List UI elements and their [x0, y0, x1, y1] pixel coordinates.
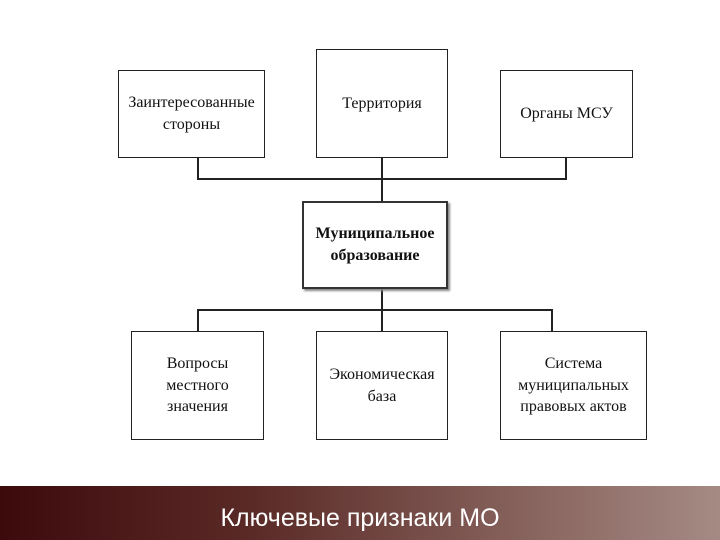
- footer-banner: Ключевые признаки МО: [0, 486, 720, 540]
- connector-center-to-bottom: [381, 289, 383, 311]
- node-local-issues: Вопросы местного значения: [131, 331, 264, 440]
- node-local-government-bodies: Органы МСУ: [500, 70, 633, 158]
- node-territory: Территория: [316, 49, 448, 158]
- node-interested-parties: Заинтересованные стороны: [118, 70, 265, 158]
- connector-bottom-left-down: [197, 309, 199, 331]
- connector-top-right-down: [565, 158, 567, 179]
- connector-top-left-down: [197, 158, 199, 179]
- node-municipal-legal-acts: Система муниципальных правовых актов: [500, 331, 647, 440]
- slide-title: Ключевые признаки МО: [220, 503, 500, 532]
- node-economic-base: Экономическая база: [316, 331, 448, 440]
- connector-bottom-center-down: [381, 309, 383, 331]
- connector-top-to-center: [381, 178, 383, 202]
- node-municipal-entity: Муниципальное образование: [302, 201, 448, 289]
- connector-bottom-right-down: [551, 309, 553, 331]
- connector-bottom-horizontal: [197, 309, 553, 311]
- connector-top-center-down: [381, 158, 383, 179]
